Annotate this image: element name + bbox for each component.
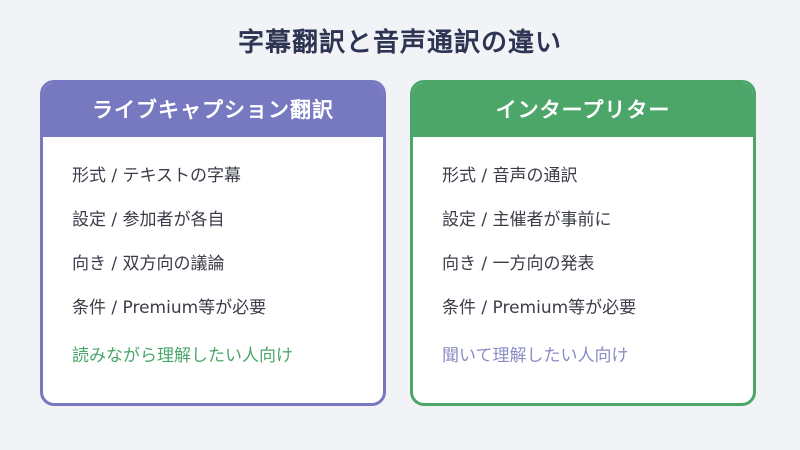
card-item-requirement: 条件 / Premium等が必要: [442, 298, 637, 318]
card-note-live-caption: 読みながら理解したい人向け: [72, 346, 293, 366]
card-item-requirement: 条件 / Premium等が必要: [72, 298, 267, 318]
card-note-interpreter: 聞いて理解したい人向け: [442, 346, 629, 366]
card-item-format: 形式 / テキストの字幕: [72, 166, 242, 186]
card-item-direction: 向き / 双方向の議論: [72, 254, 225, 274]
card-item-setting: 設定 / 参加者が各自: [72, 210, 225, 230]
card-header-interpreter: インタープリター: [413, 83, 753, 137]
card-item-direction: 向き / 一方向の発表: [442, 254, 595, 274]
card-header-live-caption: ライブキャプション翻訳: [43, 83, 383, 137]
card-items-interpreter: 形式 / 音声の通訳 設定 / 主催者が事前に 向き / 一方向の発表 条件 /…: [413, 137, 753, 334]
card-live-caption: ライブキャプション翻訳 形式 / テキストの字幕 設定 / 参加者が各自 向き …: [40, 80, 386, 406]
card-items-live-caption: 形式 / テキストの字幕 設定 / 参加者が各自 向き / 双方向の議論 条件 …: [43, 137, 383, 334]
card-item-format: 形式 / 音声の通訳: [442, 166, 578, 186]
page-title: 字幕翻訳と音声通訳の違い: [237, 28, 562, 58]
card-interpreter: インタープリター 形式 / 音声の通訳 設定 / 主催者が事前に 向き / 一方…: [410, 80, 756, 406]
card-item-setting: 設定 / 主催者が事前に: [442, 210, 612, 230]
